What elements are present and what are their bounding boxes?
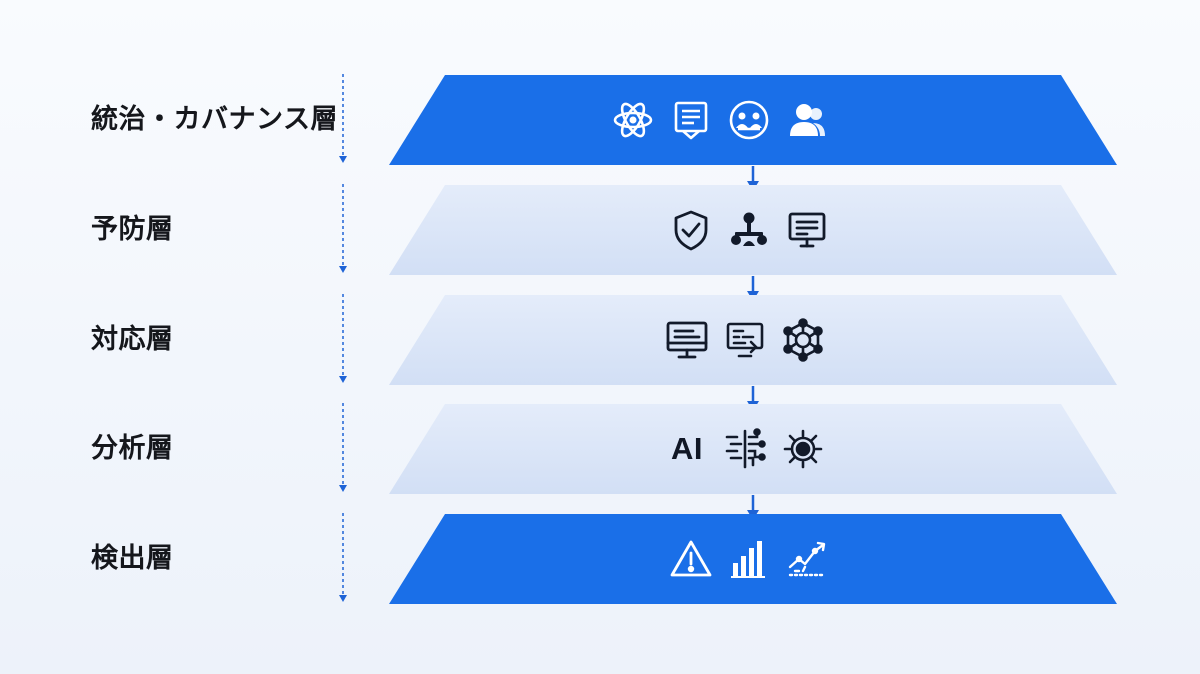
layer-icons-analysis: AI [664, 426, 826, 472]
layer-plate-response [389, 295, 1117, 385]
side-down-arrow [339, 294, 347, 383]
layer-detection: 検出層 [0, 513, 1200, 604]
layer-icons-detection [668, 536, 830, 582]
gear-target-icon [780, 426, 826, 472]
layer-governance: 統治・カバナンス層 [0, 74, 1200, 165]
meeting-group-icon [726, 97, 772, 143]
layer-label-prevention: 予防層 [91, 214, 174, 245]
shield-check-icon [668, 207, 714, 253]
trend-line-icon [784, 536, 830, 582]
layer-plate-prevention [389, 185, 1117, 275]
warning-triangle-icon [668, 536, 714, 582]
layer-icons-response [664, 317, 826, 363]
users-icon [784, 97, 830, 143]
layer-icons-prevention [668, 207, 830, 253]
monitor-document-icon [784, 207, 830, 253]
hierarchy-icon [726, 207, 772, 253]
policy-document-icon [668, 97, 714, 143]
ai-text: AI [671, 431, 703, 466]
side-down-arrow [339, 513, 347, 602]
atom-icon [610, 97, 656, 143]
layer-label-detection: 検出層 [91, 543, 174, 574]
layer-label-response: 対応層 [91, 324, 174, 355]
circuit-icon [722, 426, 768, 472]
side-down-arrow [339, 74, 347, 163]
layer-plate-governance [389, 75, 1117, 165]
bar-chart-icon [726, 536, 772, 582]
side-down-arrow [339, 403, 347, 492]
layer-response: 対応層 [0, 294, 1200, 385]
layer-plate-analysis [389, 404, 1117, 494]
layer-icons-governance [610, 97, 830, 143]
layer-analysis: 分析層 AI [0, 403, 1200, 494]
layer-label-analysis: 分析層 [91, 433, 174, 464]
layer-prevention: 予防層 [0, 184, 1200, 275]
monitor-icon [664, 317, 710, 363]
network-hub-icon [780, 317, 826, 363]
layer-label-governance: 統治・カバナンス層 [91, 104, 338, 135]
console-terminal-icon [722, 317, 768, 363]
side-down-arrow [339, 184, 347, 273]
